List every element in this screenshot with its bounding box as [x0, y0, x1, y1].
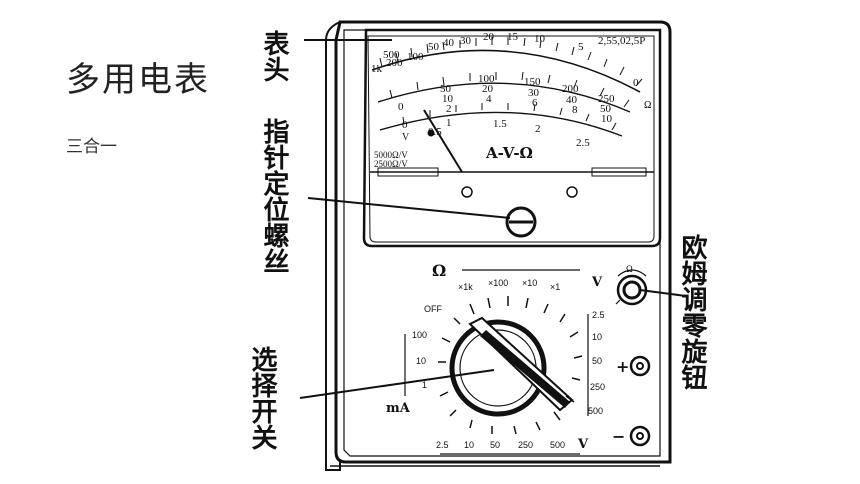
ma-range-10[interactable]: 10	[416, 356, 426, 366]
ohm-tick-label: 500	[383, 49, 400, 61]
ohm-tick-label: 10	[534, 33, 546, 45]
positive-jack[interactable]	[629, 355, 651, 377]
ohm-knob-label: Ω	[626, 264, 633, 274]
dcv-unit-label: V	[577, 437, 589, 452]
screw-icon	[566, 186, 578, 198]
v-tick-label: 0	[402, 119, 408, 131]
callout-pointer-screw: 指针定位螺丝	[259, 118, 289, 274]
low-tick-label: 1	[446, 117, 452, 129]
v-tick-label: 100	[478, 73, 495, 85]
voltage-scale-ticks	[389, 71, 630, 131]
ohm-tick-label: 30	[460, 35, 472, 47]
sensitivity-label-2: 2500Ω/V	[374, 159, 408, 169]
dcv-range-10[interactable]: 10	[464, 440, 474, 450]
ohm-tick-label: 1k	[371, 63, 383, 75]
v-tick-label: 200	[562, 83, 579, 95]
ohm-tick-label: 15	[507, 31, 519, 43]
acv-range-2.5[interactable]: 2.5	[592, 310, 605, 320]
v-tick-label: 10	[601, 113, 613, 125]
selector-dial[interactable]	[449, 316, 574, 417]
v-tick-label: 10	[442, 93, 454, 105]
leader-lines	[299, 39, 687, 399]
ohm-unit-label: Ω	[644, 100, 651, 111]
sensitivity-label-1: 5000Ω/V	[374, 150, 408, 160]
v-tick-label: 50	[600, 103, 612, 115]
ohm-tick-label: 100	[407, 51, 424, 63]
v-tick-label: 40	[566, 94, 578, 106]
screw-icon	[461, 186, 473, 198]
ohm-range-x1[interactable]: ×1	[550, 282, 560, 292]
plus-label: +	[616, 357, 629, 376]
v-tick-label: 150	[524, 76, 541, 88]
ohm-zero-knob[interactable]	[615, 269, 648, 306]
callout-meter-head: 表头	[259, 30, 289, 82]
callout-selector-switch: 选择开关	[247, 346, 277, 450]
ohm-range-x10[interactable]: ×10	[522, 278, 537, 288]
range-brackets	[404, 269, 589, 455]
scale-arcs	[371, 49, 641, 137]
v-tick-label: 30	[528, 87, 540, 99]
ohm-tick-label: 5	[578, 41, 584, 53]
v-tick-label: 6	[532, 97, 538, 109]
acv-unit-label: V	[591, 275, 603, 290]
dcv-range-250[interactable]: 250	[518, 440, 533, 450]
selector-ticks	[438, 296, 583, 435]
low-tick-label: 1.5	[493, 118, 507, 130]
ohm-scale-labels: 1k 500 200 100 50 40 30 20 15 10 5 2,55,…	[371, 31, 645, 89]
ohm-scale-ticks	[379, 37, 643, 87]
v-tick-label: 50	[440, 83, 452, 95]
ma-range-1[interactable]: 1	[422, 380, 427, 390]
slide-subtitle: 三合一	[66, 137, 117, 157]
ohm-range-x100[interactable]: ×100	[488, 278, 508, 288]
ohm-range-x1k[interactable]: ×1k	[458, 282, 473, 292]
v-tick-label: 8	[572, 104, 578, 116]
dcv-range-500[interactable]: 500	[550, 440, 565, 450]
v-tick-label: 0	[398, 101, 404, 113]
ohm-section-label: Ω	[432, 261, 446, 280]
v-tick-label: 20	[482, 83, 494, 95]
low-tick-label: 2	[535, 123, 541, 135]
acv-range-500[interactable]: 500	[588, 406, 603, 416]
ohm-tick-label: 2,55,02,5P	[598, 35, 645, 47]
ohm-tick-label: 20	[483, 31, 495, 43]
dcv-range-2.5[interactable]: 2.5	[436, 440, 449, 450]
ma-unit-label: mA	[386, 401, 411, 416]
ohm-tick-label: 0	[633, 77, 639, 89]
acv-range-50[interactable]: 50	[592, 356, 602, 366]
v-unit-label: V	[402, 132, 410, 143]
callout-ohm-zero-knob: 欧姆调零旋钮	[677, 233, 707, 391]
meter-window	[362, 28, 662, 248]
needle	[423, 109, 463, 173]
negative-jack[interactable]	[629, 425, 651, 447]
acv-range-10[interactable]: 10	[592, 332, 602, 342]
meter-face-label: A-V-Ω	[485, 144, 533, 162]
ma-range-100[interactable]: 100	[412, 330, 427, 340]
v-tick-label: 4	[486, 93, 492, 105]
off-position[interactable]: OFF	[424, 304, 442, 314]
dcv-range-50[interactable]: 50	[490, 440, 500, 450]
voltage-scale-labels: 0 0 50 10 2 100 20 4 150 30 6 200 40 8 2…	[398, 73, 615, 131]
v-tick-label: 2	[446, 103, 452, 115]
ohm-tick-label: 50	[428, 41, 440, 53]
slide-title: 多用电表	[66, 60, 210, 100]
ohm-tick-label: 200	[386, 57, 403, 69]
v-tick-label: 250	[598, 93, 615, 105]
pointer-adjust-screw[interactable]	[505, 206, 537, 238]
ohm-tick-label: 40	[443, 37, 455, 49]
low-tick-label: 2.5	[576, 137, 590, 149]
minus-label: −	[612, 427, 625, 446]
acv-range-250[interactable]: 250	[590, 382, 605, 392]
